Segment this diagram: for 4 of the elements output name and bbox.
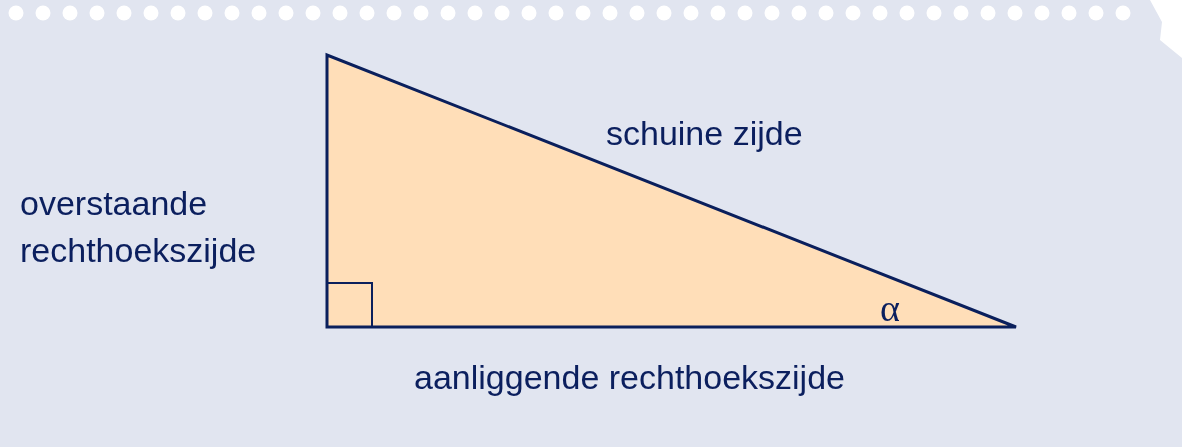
side-label: aanliggende rechthoekszijde: [414, 357, 846, 398]
side-label: overstaande rechthoekszijde: [20, 183, 258, 271]
angle-symbol: α: [880, 286, 901, 331]
side-label: schuine zijde: [606, 113, 804, 154]
